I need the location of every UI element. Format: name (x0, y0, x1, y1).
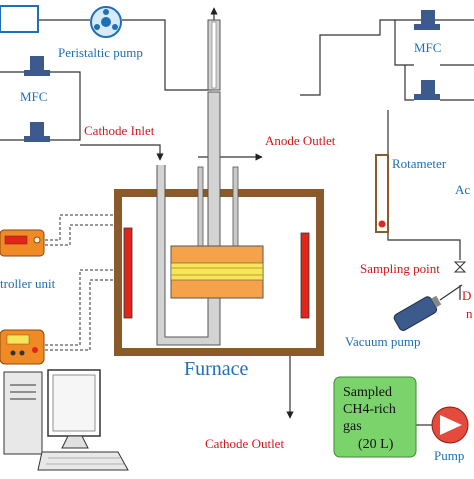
mfc-right-2 (414, 80, 440, 100)
mfc-left-label: MFC (20, 89, 47, 104)
sampling-pump (431, 406, 469, 444)
sampled-gas-bag (333, 376, 417, 458)
electrochemical-workstation (0, 329, 45, 365)
vacuum-pump (393, 295, 442, 331)
top-feed-tube-inner (211, 21, 217, 89)
gas-tube-outer (156, 91, 221, 346)
furnace-label: Furnace (184, 358, 249, 380)
line-left-mfc2-out (48, 113, 81, 141)
cell-electrolyte (170, 262, 264, 281)
furnace (114, 91, 324, 356)
sampling-valve (453, 261, 467, 273)
line-vacuum-tube (439, 284, 463, 301)
d-partial-label: D (462, 288, 471, 303)
temperature-controller (0, 229, 45, 257)
computer-keyboard (37, 451, 129, 471)
sampled-gas-line2: CH4-rich (343, 402, 396, 417)
line-cathode-inlet (80, 144, 164, 161)
line-rotameter-to-sampling (387, 232, 461, 260)
anode-outlet-label: Anode Outlet (265, 133, 336, 148)
computer-tower (3, 371, 43, 455)
wire-controller-to-heater (45, 224, 120, 246)
mfc-left-1 (24, 56, 50, 76)
peristaltic-pump (90, 6, 122, 38)
n-partial-label: n (466, 306, 473, 321)
heater-right (300, 232, 310, 319)
controller-unit-label: troller unit (0, 276, 56, 291)
heater-left (123, 227, 133, 319)
cathode-inlet-label: Cathode Inlet (84, 123, 155, 138)
gas-lines (0, 7, 474, 426)
sampled-gas-line3: gas (343, 419, 362, 434)
pump-partial-label: Pump (434, 448, 464, 463)
inner-tube-left (197, 166, 204, 248)
line-right-mfc2 (404, 65, 414, 101)
partial-cylinder-box (0, 5, 39, 33)
sampled-gas-line4: (20 L) (358, 437, 394, 452)
vacuum-pump-label: Vacuum pump (345, 334, 420, 349)
mfc-right-1 (414, 10, 440, 30)
rotameter-label: Rotameter (392, 156, 447, 171)
line-top-right (300, 19, 474, 96)
line-right-mfc-top (394, 20, 414, 66)
peristaltic-pump-label: Peristaltic pump (58, 45, 143, 60)
computer (3, 369, 129, 471)
cathode-outlet-label: Cathode Outlet (205, 436, 284, 451)
line-left-mfc1-out (48, 71, 81, 113)
sampled-gas-line1: Sampled (343, 385, 392, 400)
mfc-left-2 (24, 122, 50, 142)
inner-tube-right (232, 166, 239, 248)
act-partial-label: Ac (455, 182, 470, 197)
rotameter (375, 154, 389, 233)
line-pump-to-tube (122, 19, 212, 91)
sampling-point-label: Sampling point (360, 261, 440, 276)
mfc-right-label: MFC (414, 40, 441, 55)
